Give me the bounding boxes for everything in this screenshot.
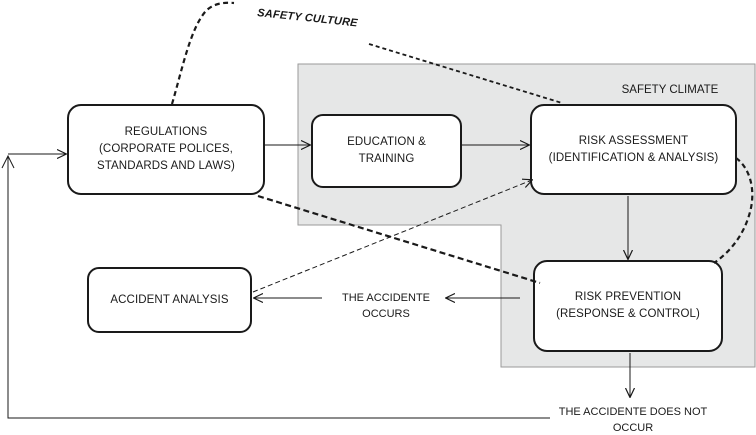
risk-assessment-box: RISK ASSESSMENT (IDENTIFICATION & ANALYS…	[530, 104, 737, 195]
accident-analysis-box: ACCIDENT ANALYSIS	[87, 267, 252, 333]
analysis-assessment-dashed-arrow	[252, 180, 532, 293]
risk-assessment-label: RISK ASSESSMENT (IDENTIFICATION & ANALYS…	[548, 134, 719, 164]
safety-culture-link-left	[170, 1, 235, 105]
regulations-prevention-dashed-link	[257, 194, 541, 285]
safety-culture-link-right	[368, 43, 563, 104]
feedback-loop-arrow-head	[1, 154, 15, 169]
feedback-loop-line	[7, 156, 550, 419]
risk-prevention-box: RISK PREVENTION (RESPONSE & CONTROL)	[533, 260, 723, 352]
regulations-label: REGULATIONS (CORPORATE POLICES, STANDARD…	[96, 126, 235, 172]
assessment-prevention-culture-link	[713, 157, 754, 264]
risk-prevention-label: RISK PREVENTION (RESPONSE & CONTROL)	[556, 291, 700, 320]
accident-occurs-label: THE ACCIDENTE OCCURS	[341, 292, 430, 320]
education-training-box: EDUCATION & TRAINING	[311, 114, 462, 188]
education-training-label: EDUCATION & TRAINING	[347, 136, 426, 165]
regulations-box: REGULATIONS (CORPORATE POLICES, STANDARD…	[67, 104, 265, 195]
accident-not-occur-label: THE ACCIDENTE DOES NOT OCCUR	[558, 406, 708, 434]
accident-analysis-label: ACCIDENT ANALYSIS	[110, 293, 229, 306]
safety-climate-label: SAFETY CLIMATE	[621, 84, 719, 96]
